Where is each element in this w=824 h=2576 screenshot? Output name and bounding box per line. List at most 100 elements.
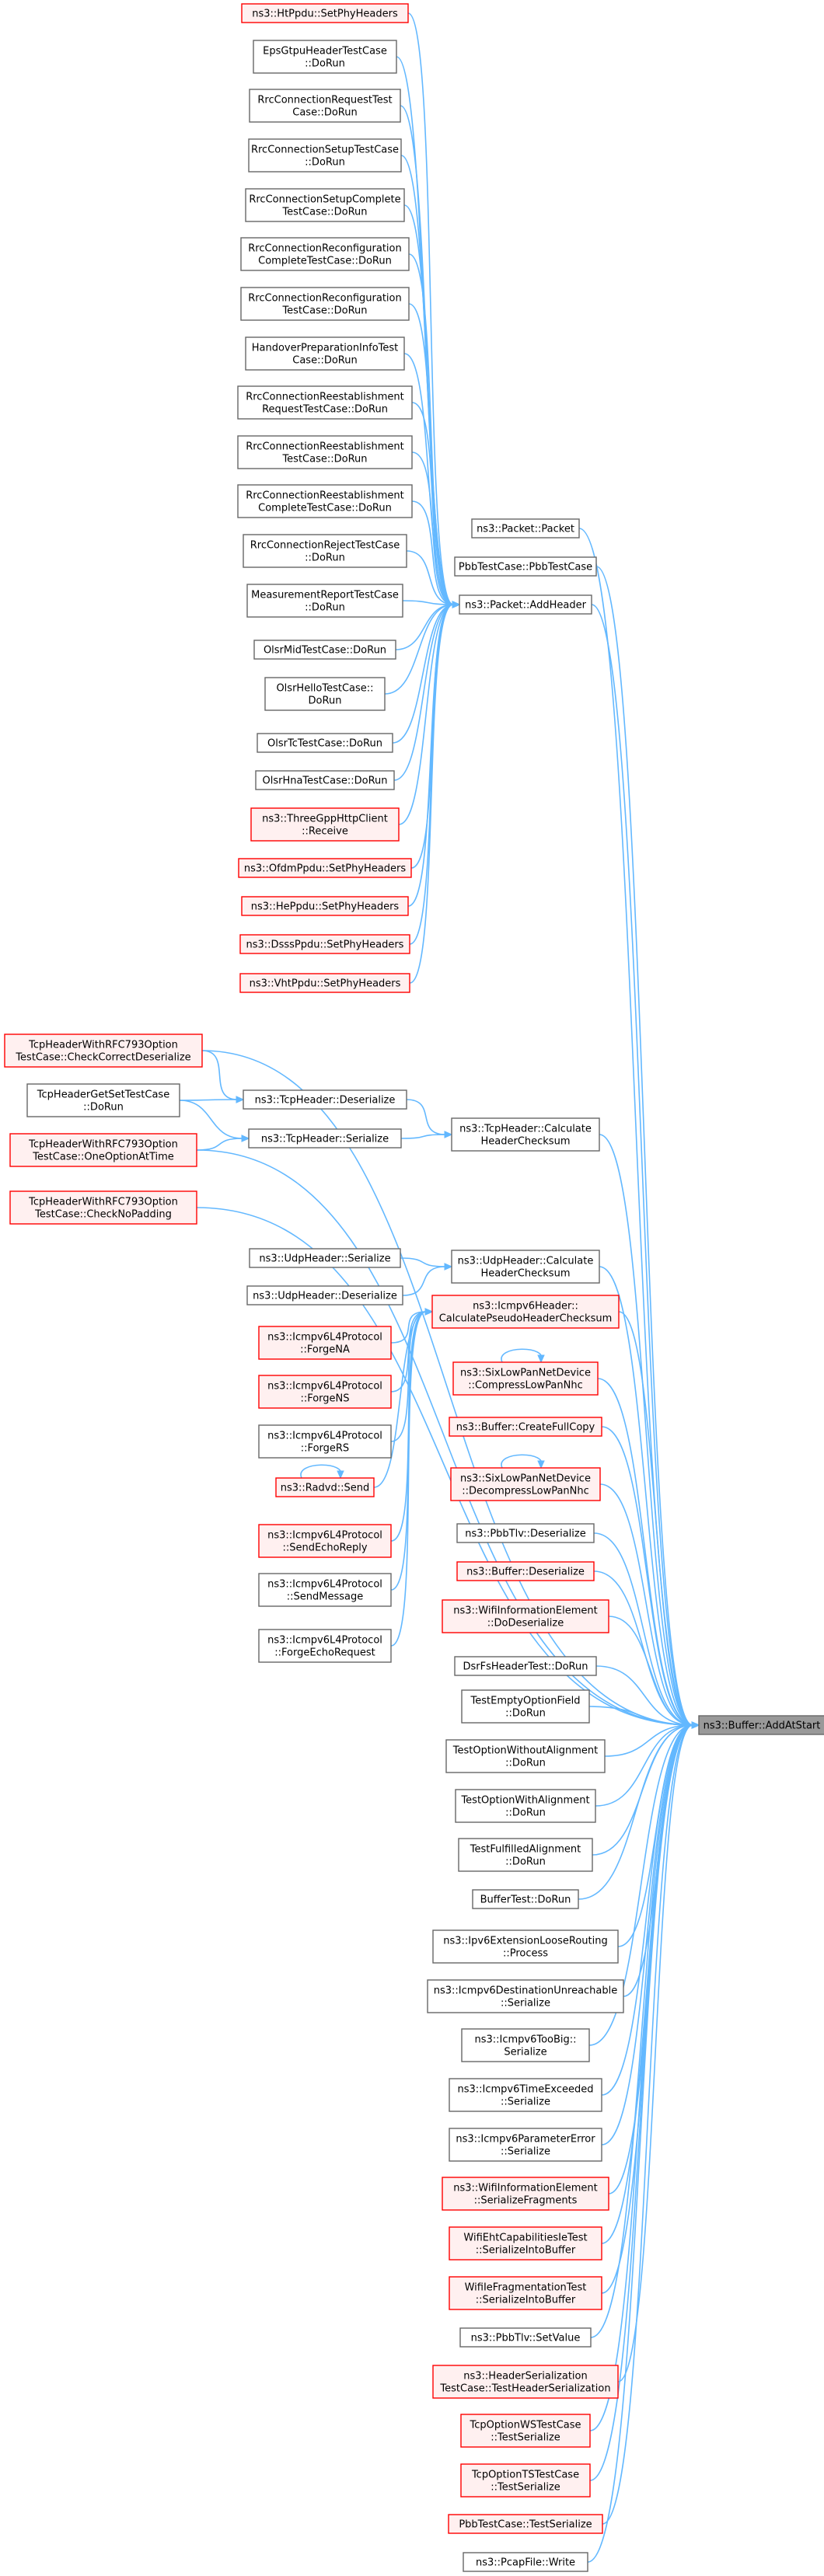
node-ns3-vhtppdu-setphyheaders[interactable]: ns3::VhtPpdu::SetPhyHeaders	[239, 973, 410, 993]
node-ns3-icmpv6toobig-serialize[interactable]: ns3::Icmpv6TooBig::Serialize	[461, 2028, 590, 2062]
node-ns3-tcpheader-deserialize[interactable]: ns3::TcpHeader::Deserialize	[243, 1089, 407, 1110]
node-box	[258, 1326, 392, 1360]
node-ns3-icmpv6parametererror-serialize[interactable]: ns3::Icmpv6ParameterError::Serialize	[449, 2128, 602, 2162]
node-wifiiefragmentationtest-serializeintobuffer[interactable]: WifiIeFragmentationTest::SerializeIntoBu…	[449, 2276, 602, 2310]
node-ns3-threegpphttpclient-receive[interactable]: ns3::ThreeGppHttpClient::Receive	[250, 807, 400, 842]
node-ns3-pbbtlv-deserialize[interactable]: ns3::PbbTlv::Deserialize	[456, 1523, 595, 1543]
node-ns3-icmpv6l4protocol-forgers[interactable]: ns3::Icmpv6L4Protocol::ForgeRS	[258, 1424, 392, 1459]
node-ns3-radvd-send[interactable]: ns3::Radvd::Send	[275, 1477, 375, 1497]
node-rrcconnectionreestablishment-completetestcase-dorun[interactable]: RrcConnectionReestablishmentCompleteTest…	[237, 484, 413, 518]
node-testoptionwithoutalignment-dorun[interactable]: TestOptionWithoutAlignment::DoRun	[445, 1739, 606, 1773]
node-label: DoRun	[309, 695, 342, 707]
node-testoptionwithalignment-dorun[interactable]: TestOptionWithAlignment::DoRun	[455, 1789, 596, 1823]
node-rrcconnectionreconfiguration-completetestcase-dorun[interactable]: RrcConnectionReconfigurationCompleteTest…	[240, 237, 410, 271]
edge-pbbtestcase-testserialize-to-ns3-buffer-addatstart	[602, 1724, 693, 2525]
node-testemptyoptionfield-dorun[interactable]: TestEmptyOptionField::DoRun	[461, 1689, 590, 1724]
node-rrcconnectionsetupcomplete-testcase-dorun[interactable]: RrcConnectionSetupCompleteTestCase::DoRu…	[245, 188, 405, 222]
node-tcpoptiontstestcase-testserialize[interactable]: TcpOptionTSTestCase::TestSerialize	[460, 2463, 591, 2498]
node-label: TestCase::DoRun	[281, 454, 367, 465]
node-label: ns3::Buffer::Deserialize	[466, 1567, 585, 1578]
node-label: TestCase::OneOptionAtTime	[32, 1152, 174, 1163]
node-olsrhellotestcase-dorun[interactable]: OlsrHelloTestCase::DoRun	[264, 677, 386, 711]
node-ns3-icmpv6l4protocol-forgena[interactable]: ns3::Icmpv6L4Protocol::ForgeNA	[258, 1326, 392, 1360]
node-ns3-icmpv6l4protocol-sendechoreply[interactable]: ns3::Icmpv6L4Protocol::SendEchoReply	[258, 1524, 392, 1558]
node-ns3-dsssppdu-setphyheaders[interactable]: ns3::DsssPpdu::SetPhyHeaders	[239, 934, 410, 954]
node-buffertest-dorun[interactable]: BufferTest::DoRun	[472, 1889, 579, 1909]
node-ns3-htppdu-setphyheaders[interactable]: ns3::HtPpdu::SetPhyHeaders	[241, 3, 409, 23]
node-ns3-udpheader-serialize[interactable]: ns3::UdpHeader::Serialize	[249, 1248, 401, 1268]
node-rrcconnectionreestablishment-requesttestcase-dorun[interactable]: RrcConnectionReestablishmentRequestTestC…	[237, 385, 413, 420]
node-label: RrcConnectionRejectTestCase	[250, 540, 400, 552]
node-ns3-pbbtlv-setvalue[interactable]: ns3::PbbTlv::SetValue	[459, 2327, 592, 2348]
node-ns3-tcpheader-serialize[interactable]: ns3::TcpHeader::Serialize	[248, 1128, 402, 1149]
node-ns3-buffer-addatstart[interactable]: ns3::Buffer::AddAtStart	[698, 1715, 824, 1735]
node-label: RequestTestCase::DoRun	[262, 404, 388, 416]
edge-tcpheaderwithrfc793optiontestcase-oneoptionattime-to-ns3-tcpheader-serialize	[196, 1138, 243, 1151]
node-label: ::DoRun	[305, 552, 345, 564]
node-olsrhnatestcase-dorun[interactable]: OlsrHnaTestCase::DoRun	[255, 770, 395, 790]
node-dsrfsheadertest-dorun[interactable]: DsrFsHeaderTest::DoRun	[454, 1656, 597, 1676]
node-ns3-heppdu-setphyheaders[interactable]: ns3::HePpdu::SetPhyHeaders	[241, 896, 409, 916]
node-ns3-buffer-deserialize[interactable]: ns3::Buffer::Deserialize	[456, 1561, 595, 1581]
node-box	[246, 584, 403, 618]
node-label: TcpHeaderWithRFC793Option	[28, 1139, 178, 1151]
edge-ns3-htppdu-setphyheaders-to-ns3-packet-addheader	[407, 12, 454, 605]
node-tcpheaderwithrfc793option-testcase-oneoptionattime[interactable]: TcpHeaderWithRFC793OptionTestCase::OneOp…	[9, 1133, 197, 1167]
node-epsgtpuheadertestcase-dorun[interactable]: EpsGtpuHeaderTestCase::DoRun	[253, 40, 397, 74]
node-pbbtestcase-pbbtestcase[interactable]: PbbTestCase::PbbTestCase	[454, 556, 597, 577]
node-ns3-udpheader-deserialize[interactable]: ns3::UdpHeader::Deserialize	[246, 1285, 403, 1305]
node-rrcconnectionrejecttestcase-dorun[interactable]: RrcConnectionRejectTestCase::DoRun	[243, 534, 407, 568]
node-box	[245, 188, 405, 222]
edge-arrowhead	[537, 1460, 545, 1469]
node-ns3-sixlowpannetdevice-decompresslowpannhc[interactable]: ns3::SixLowPanNetDevice::DecompressLowPa…	[450, 1467, 601, 1501]
node-ns3-icmpv6destinationunreachable-serialize[interactable]: ns3::Icmpv6DestinationUnreachable::Seria…	[427, 1979, 624, 2013]
node-rrcconnectionsetuptestcase-dorun[interactable]: RrcConnectionSetupTestCase::DoRun	[248, 138, 402, 173]
edge-ns3-udpheader-deserialize-to-ns3-udpheader-calculateheaderchecksum	[402, 1266, 446, 1296]
node-testfulfilledalignment-dorun[interactable]: TestFulfilledAlignment::DoRun	[458, 1838, 593, 1872]
node-label: RrcConnectionReestablishment	[246, 490, 404, 502]
node-ns3-packet-packet[interactable]: ns3::Packet::Packet	[471, 518, 580, 539]
node-ns3-icmpv6l4protocol-forgeechorequest[interactable]: ns3::Icmpv6L4Protocol::ForgeEchoRequest	[258, 1629, 392, 1663]
node-ns3-headerserialization-testcase-testheaderserialization[interactable]: ns3::HeaderSerializationTestCase::TestHe…	[432, 2365, 619, 2399]
node-tcpheadergetsettestcase-dorun[interactable]: TcpHeaderGetSetTestCase::DoRun	[26, 1083, 180, 1117]
edge-ns3-icmpv6header-calculatepseudoheaderchecksum-to-ns3-buffer-addatstart	[618, 1311, 693, 1726]
node-label: ns3::Icmpv6DestinationUnreachable	[434, 1985, 618, 1997]
node-ns3-packet-addheader[interactable]: ns3::Packet::AddHeader	[459, 594, 592, 615]
node-ns3-wifiinformationelement-dodeserialize[interactable]: ns3::WifiInformationElement::DoDeseriali…	[442, 1599, 609, 1633]
node-ns3-icmpv6timeexceeded-serialize[interactable]: ns3::Icmpv6TimeExceeded::Serialize	[449, 2078, 602, 2112]
edge-ns3-vhtppdu-setphyheaders-to-ns3-packet-addheader	[409, 604, 454, 984]
node-ns3-ipv6extensionlooserouting-process[interactable]: ns3::Ipv6ExtensionLooseRouting::Process	[432, 1929, 619, 1964]
edge-ns3-sixlowpannetdevice-compresslowpannhc-to-ns3-sixlowpannetdevice-compresslowpannhc	[501, 1348, 543, 1363]
node-tcpoptionwstestcase-testserialize[interactable]: TcpOptionWSTestCase::TestSerialize	[460, 2414, 591, 2448]
node-box	[450, 1467, 601, 1501]
node-ns3-sixlowpannetdevice-compresslowpannhc[interactable]: ns3::SixLowPanNetDevice::CompressLowPanN…	[452, 1361, 599, 1396]
node-wifiehtcapabilitiesietest-serializeintobuffer[interactable]: WifiEhtCapabilitiesIeTest::SerializeInto…	[449, 2226, 602, 2261]
node-tcpheaderwithrfc793option-testcase-checkcorrectdeserialize[interactable]: TcpHeaderWithRFC793OptionTestCase::Check…	[4, 1034, 203, 1068]
node-ns3-buffer-createfullcopy[interactable]: ns3::Buffer::CreateFullCopy	[449, 1417, 602, 1437]
node-ns3-wifiinformationelement-serializefragments[interactable]: ns3::WifiInformationElement::SerializeFr…	[442, 2177, 609, 2211]
node-ns3-icmpv6l4protocol-forgens[interactable]: ns3::Icmpv6L4Protocol::ForgeNS	[258, 1375, 392, 1409]
node-label: ns3::TcpHeader::Deserialize	[255, 1095, 396, 1107]
node-olsrtctestcase-dorun[interactable]: OlsrTcTestCase::DoRun	[257, 733, 393, 753]
node-measurementreporttestcase-dorun[interactable]: MeasurementReportTestCase::DoRun	[246, 584, 403, 618]
node-ns3-ofdmppdu-setphyheaders[interactable]: ns3::OfdmPpdu::SetPhyHeaders	[238, 858, 412, 878]
edge-arrowhead	[691, 1721, 700, 1729]
node-label: ::SendMessage	[287, 1591, 363, 1603]
node-tcpheaderwithrfc793option-testcase-checknopadding[interactable]: TcpHeaderWithRFC793OptionTestCase::Check…	[9, 1190, 197, 1225]
node-rrcconnectionreconfiguration-testcase-dorun[interactable]: RrcConnectionReconfigurationTestCase::Do…	[240, 287, 410, 321]
node-label: RrcConnectionSetupTestCase	[251, 145, 399, 156]
node-label: ns3::UdpHeader::Calculate	[458, 1256, 594, 1267]
node-label: WifiIeFragmentationTest	[465, 2282, 587, 2294]
node-ns3-icmpv6header-calculatepseudoheaderchecksum[interactable]: ns3::Icmpv6Header::CalculatePseudoHeader…	[431, 1295, 620, 1329]
node-ns3-icmpv6l4protocol-sendmessage[interactable]: ns3::Icmpv6L4Protocol::SendMessage	[258, 1573, 392, 1607]
edge-ns3-radvd-send-to-ns3-icmpv6header-calculatepseudoheaderchecksum	[373, 1311, 427, 1488]
node-rrcconnectionreestablishment-testcase-dorun[interactable]: RrcConnectionReestablishmentTestCase::Do…	[237, 435, 413, 469]
node-pbbtestcase-testserialize[interactable]: PbbTestCase::TestSerialize	[448, 2514, 603, 2534]
edge-ns3-threegpphttpclient-receive-to-ns3-packet-addheader	[398, 604, 454, 825]
node-olsrmidtestcase-dorun[interactable]: OlsrMidTestCase::DoRun	[253, 640, 396, 660]
node-ns3-pcapfile-write[interactable]: ns3::PcapFile::Write	[463, 2552, 588, 2572]
